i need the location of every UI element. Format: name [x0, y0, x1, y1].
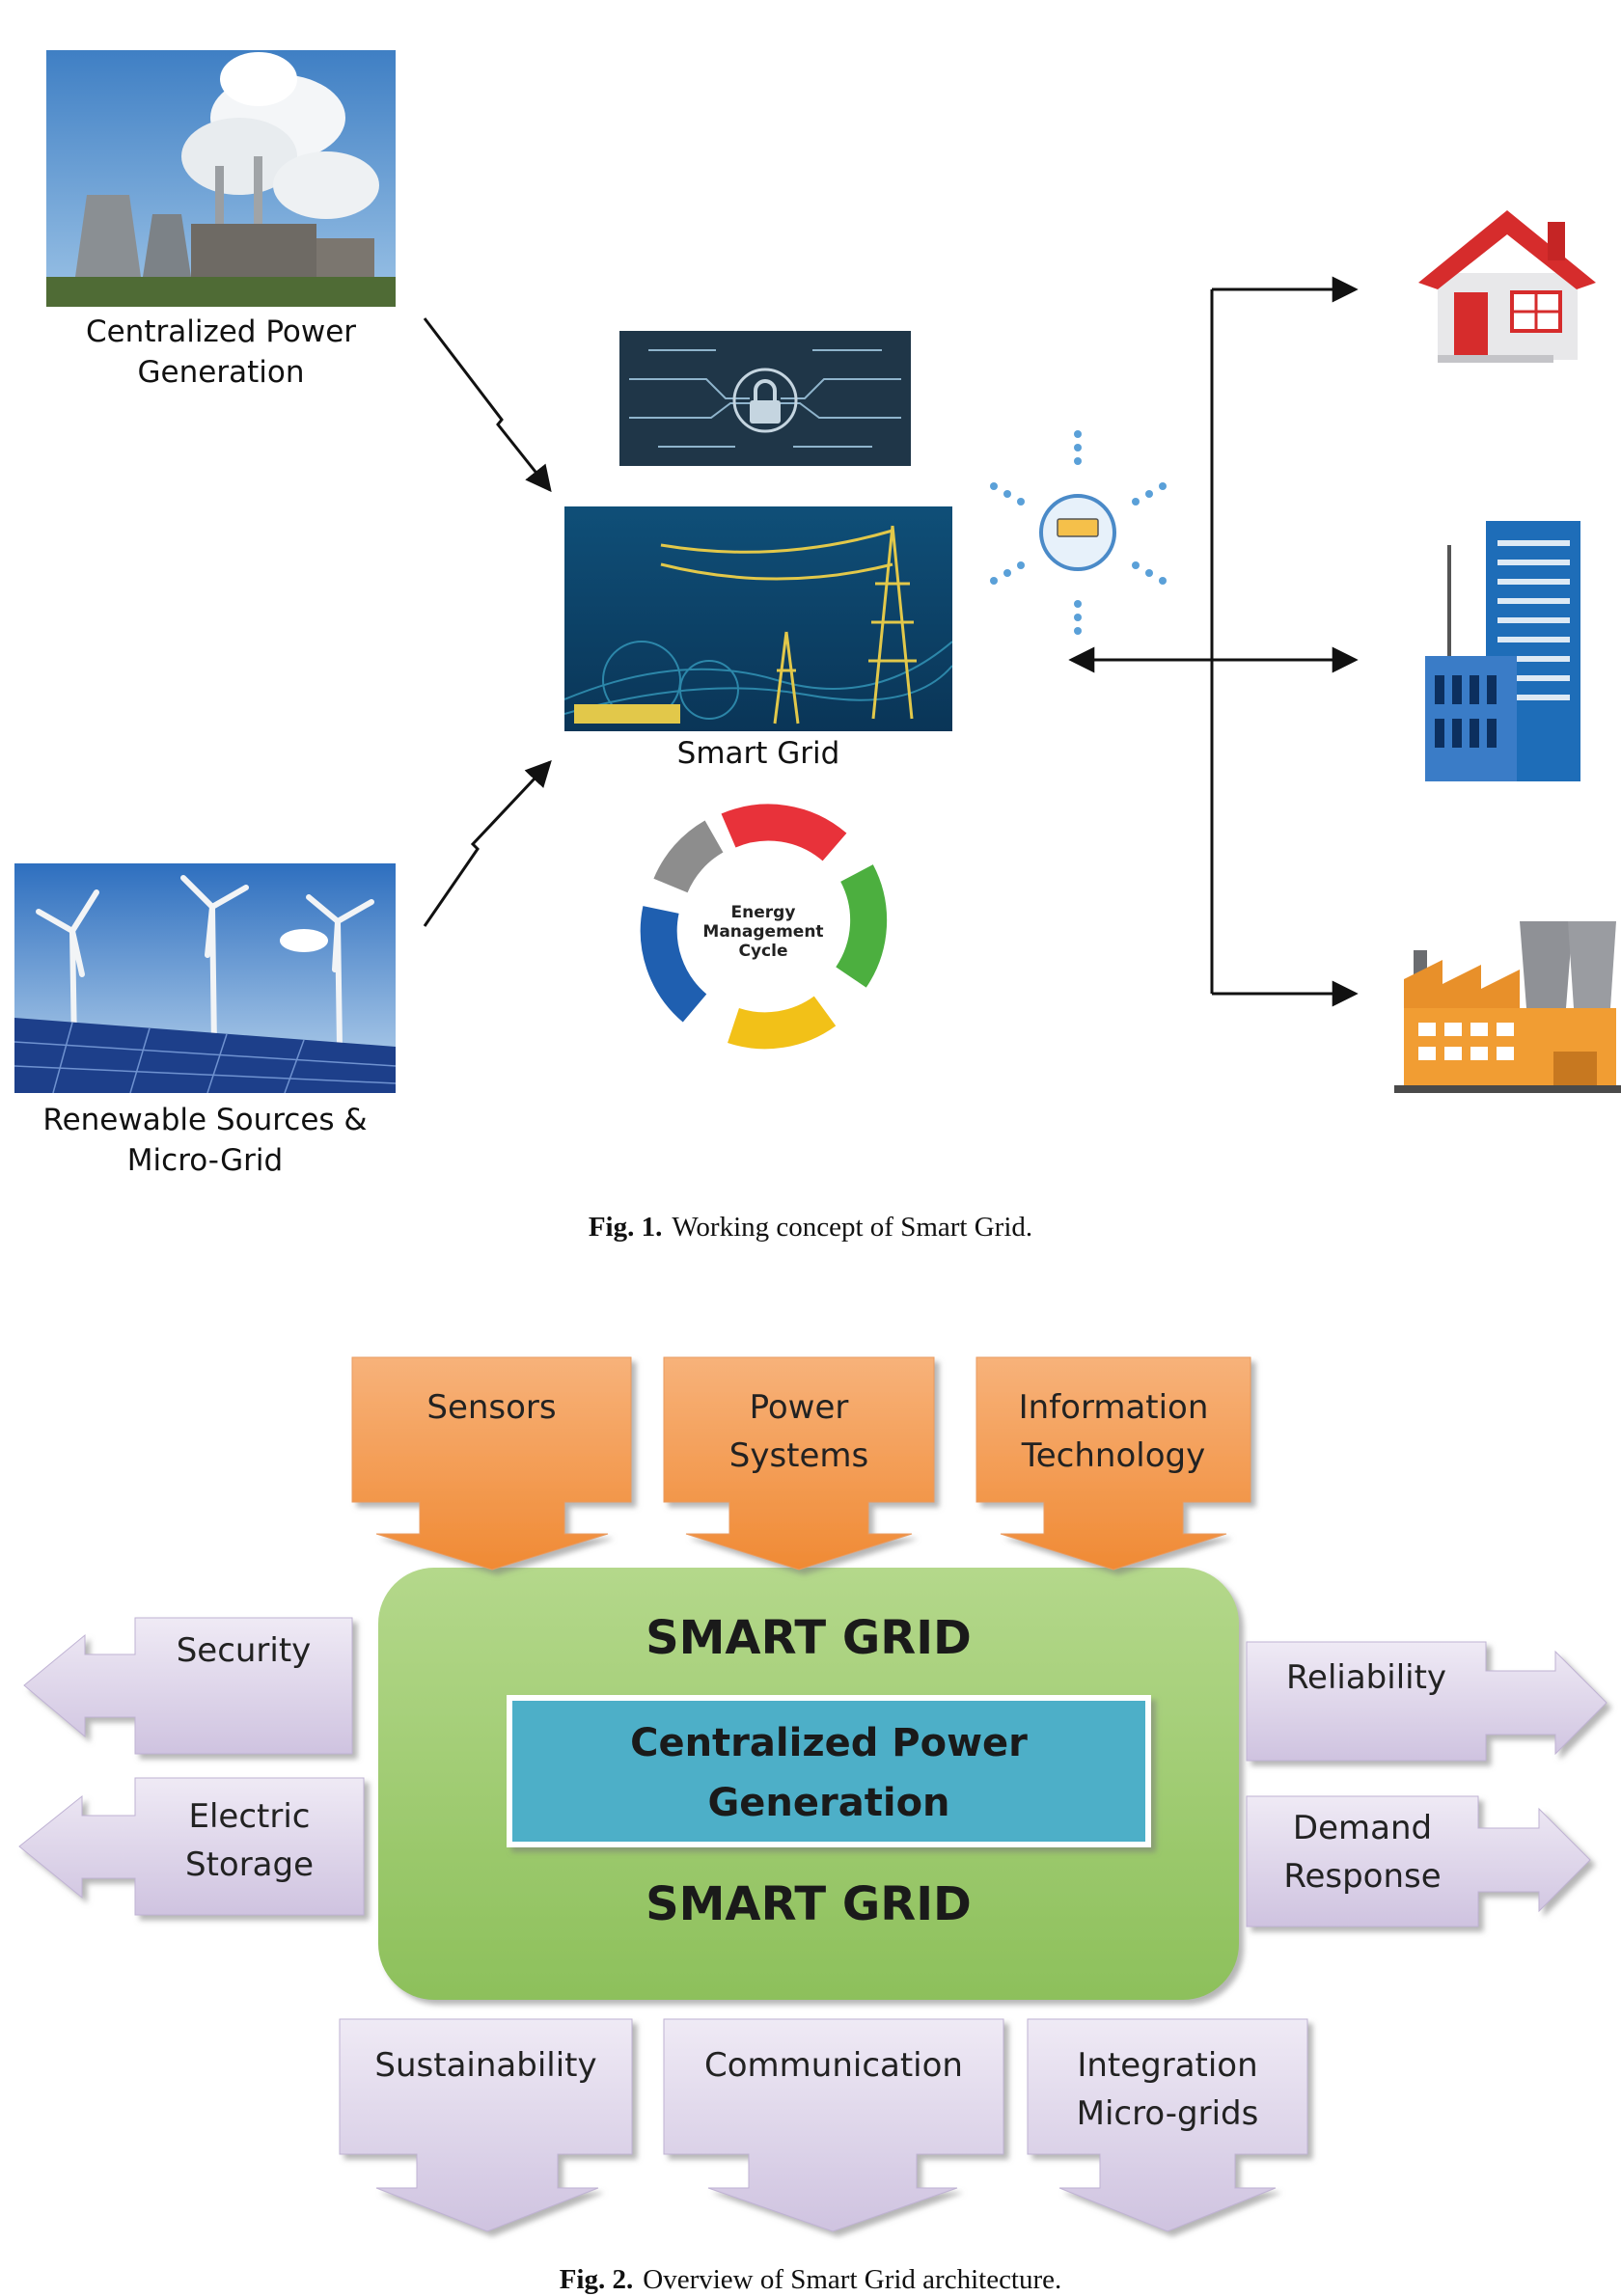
output-callout-reliability	[1246, 1641, 1607, 1762]
figure-2-caption: Fig. 2. Overview of Smart Grid architectu…	[0, 2264, 1621, 2296]
input-callout-power-systems	[663, 1356, 935, 1571]
input-callout-information-technology	[975, 1356, 1251, 1571]
output-callout-integration-micro-grids	[1027, 2018, 1308, 2232]
inner-box-label: Centralized Power Generation	[630, 1721, 1028, 1825]
output-label-demand-response: Demand Response	[1283, 1809, 1442, 1896]
figure-1-caption: Fig. 1. Working concept of Smart Grid.	[0, 1212, 1621, 1244]
output-label-integration-micro-grids: Integration Micro-grids	[1076, 2046, 1259, 2133]
output-callout-sustainability	[339, 2018, 633, 2232]
output-label-communication: Communication	[704, 2046, 963, 2085]
output-label-reliability: Reliability	[1285, 1658, 1447, 1697]
office-building-icon	[1425, 521, 1580, 781]
output-label-electric-storage: Electric Storage	[184, 1797, 315, 1884]
output-label-sustainability: Sustainability	[374, 2046, 597, 2085]
output-callout-communication	[663, 2018, 1004, 2232]
figure-2-caption-label: Fig. 2.	[559, 2264, 634, 2295]
cyber-security-image	[619, 331, 911, 466]
house-icon	[1418, 210, 1596, 363]
input-label-sensors: Sensors	[426, 1388, 557, 1427]
svg-text:Cycle: Cycle	[739, 942, 788, 961]
central-generation-label: Centralized Power Generation	[85, 314, 357, 390]
inner-generation-box	[507, 1695, 1151, 1847]
svg-text:Management: Management	[702, 922, 823, 942]
fig1-arrows	[423, 276, 1359, 1007]
input-label-information-technology: Information Technology	[1018, 1388, 1209, 1475]
output-callout-security	[23, 1617, 353, 1755]
output-callout-demand-response	[1246, 1795, 1591, 1927]
figure-1-caption-label: Fig. 1.	[588, 1212, 663, 1243]
renewables-image	[14, 863, 396, 1093]
input-callout-sensors	[351, 1356, 632, 1571]
svg-text:Energy: Energy	[731, 903, 796, 922]
power-plant-image	[46, 50, 396, 307]
arrow-renewables-to-grid	[423, 760, 552, 927]
energy-management-cycle: Energy Management Cycle	[640, 804, 888, 1050]
figure-1-caption-text: Working concept of Smart Grid.	[672, 1212, 1033, 1243]
hub-title-bottom: SMART GRID	[646, 1877, 972, 1931]
figure-2-caption-text: Overview of Smart Grid architecture.	[643, 2264, 1062, 2295]
smart-grid-label: Smart Grid	[676, 736, 840, 771]
smart-meter-icon	[990, 430, 1167, 635]
smart-grid-image	[564, 506, 952, 731]
output-callout-electric-storage	[18, 1777, 365, 1916]
renewables-label: Renewable Sources & Micro-Grid	[42, 1103, 368, 1178]
input-label-power-systems: Power Systems	[728, 1388, 869, 1475]
hub-title-top: SMART GRID	[646, 1611, 972, 1665]
factory-icon	[1394, 921, 1621, 1093]
arrow-central-to-grid	[423, 317, 552, 493]
output-label-security: Security	[176, 1631, 312, 1670]
